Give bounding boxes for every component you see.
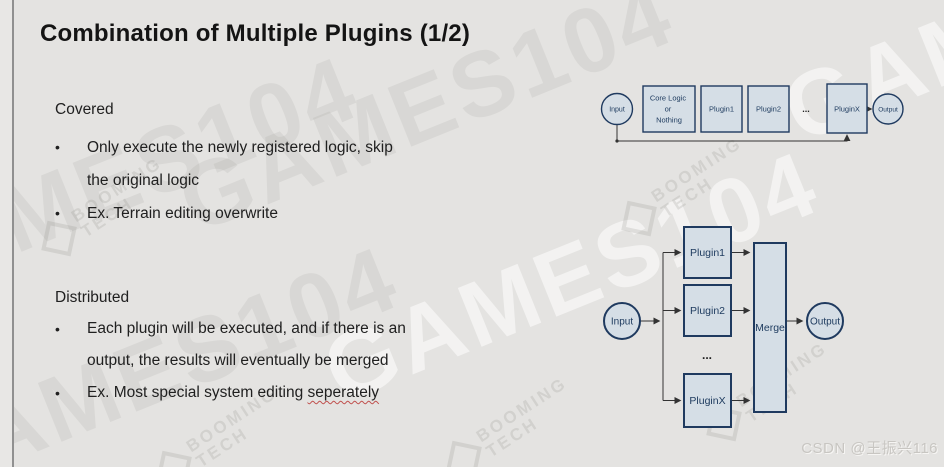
bullet-dot: •	[55, 205, 60, 221]
pluginx-node	[826, 83, 868, 134]
slide-left-rule	[12, 0, 14, 467]
plugin1-node	[700, 85, 743, 133]
bullet-text-line: output, the results will eventually be m…	[87, 352, 389, 369]
input-node	[603, 302, 641, 340]
csdn-watermark: CSDN @王振兴116	[801, 440, 938, 457]
distributed-bullet-list: • Each plugin will be executed, and if t…	[55, 313, 406, 409]
plugin1-node-label: Plugin1	[690, 247, 725, 259]
input-node-label: Input	[609, 107, 625, 114]
bullet-text-line: Ex. Terrain editing overwrite	[87, 205, 278, 222]
distributed-heading: Distributed	[55, 289, 130, 306]
list-item: • Ex. Most special system editing sepera…	[55, 377, 406, 409]
core-logic-node	[642, 85, 696, 133]
output-node	[806, 302, 844, 340]
slide-left-margin	[0, 0, 12, 467]
plugin1-node-label: Plugin1	[709, 105, 734, 114]
page-title: Combination of Multiple Plugins (1/2)	[40, 20, 471, 47]
connector-junction-dot	[615, 139, 619, 143]
covered-flow-diagram: Input Core Logic or Nothing Plugin1 Plug…	[600, 83, 904, 143]
output-node-label: Output	[878, 107, 898, 114]
bullet-dot: •	[55, 321, 60, 337]
ellipsis-label: ...	[802, 104, 810, 114]
distributed-flow-diagram: Input Plugin1 Plugin2 ... PluginX Merge …	[603, 226, 844, 428]
pluginx-node	[683, 373, 732, 428]
core-logic-node-label: Core Logic or Nothing	[650, 94, 688, 125]
bullet-text-line: the original logic	[87, 172, 200, 189]
output-node-label: Output	[810, 317, 840, 328]
bullet-dot: •	[55, 385, 60, 401]
covered-heading: Covered	[55, 101, 114, 118]
plugin2-node	[747, 85, 790, 133]
booming-tech-logo-icon	[156, 450, 192, 467]
plugin2-node-label: Plugin2	[756, 105, 781, 114]
input-node	[600, 92, 634, 126]
bullet-text-line: Only execute the newly registered logic,…	[87, 139, 393, 156]
output-node	[872, 93, 904, 125]
misspelled-word: seperately	[307, 384, 380, 401]
plugin2-node-label: Plugin2	[690, 305, 725, 317]
plugin2-node	[683, 284, 732, 337]
input-node-label: Input	[611, 317, 633, 328]
pluginx-node-label: PluginX	[834, 105, 860, 114]
list-item: • Ex. Terrain editing overwrite	[55, 197, 393, 230]
list-item: • Only execute the newly registered logi…	[55, 131, 393, 197]
bullet-text-line: Ex. Most special system editing seperate…	[87, 384, 380, 401]
merge-node-label: Merge	[755, 322, 785, 334]
booming-tech-logo-icon	[446, 440, 482, 467]
plugin1-node	[683, 226, 732, 279]
ellipsis-label: ...	[702, 348, 712, 362]
merge-node	[753, 242, 787, 413]
covered-bullet-list: • Only execute the newly registered logi…	[55, 131, 393, 230]
bullet-text-line: Each plugin will be executed, and if the…	[87, 320, 406, 337]
pluginx-node-label: PluginX	[689, 395, 725, 407]
list-item: • Each plugin will be executed, and if t…	[55, 313, 406, 377]
bypass-connector-line	[616, 124, 851, 142]
bullet-dot: •	[55, 139, 60, 155]
